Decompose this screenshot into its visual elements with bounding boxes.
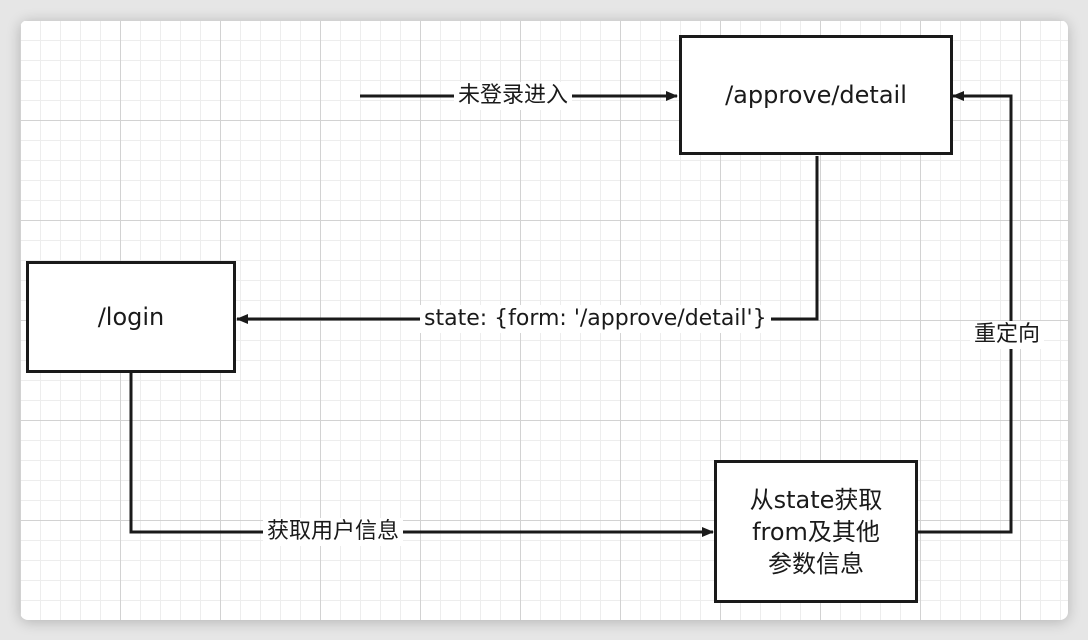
- login-node: /login: [26, 261, 236, 373]
- login-label: /login: [97, 303, 165, 331]
- entry-edge-label: 未登录进入: [454, 82, 573, 110]
- redirect-edge-label: 重定向: [970, 321, 1045, 349]
- from-state-node: 从state获取 from及其他 参数信息: [714, 460, 918, 603]
- approve-detail-node: /approve/detail: [679, 35, 953, 155]
- redirect-arrow: [916, 91, 1013, 534]
- approve-detail-label: /approve/detail: [725, 81, 907, 109]
- get-user-edge-label: 获取用户信息: [263, 518, 404, 546]
- to-login-edge-label: state: {form: '/approve/detail'}: [420, 305, 771, 333]
- diagram-canvas: /approve/detail /login 从state获取 from及其他 …: [20, 20, 1068, 620]
- login-to-state-arrow: [129, 373, 714, 537]
- detail-to-login-arrow: [236, 156, 819, 324]
- from-state-label: 从state获取 from及其他 参数信息: [749, 485, 883, 578]
